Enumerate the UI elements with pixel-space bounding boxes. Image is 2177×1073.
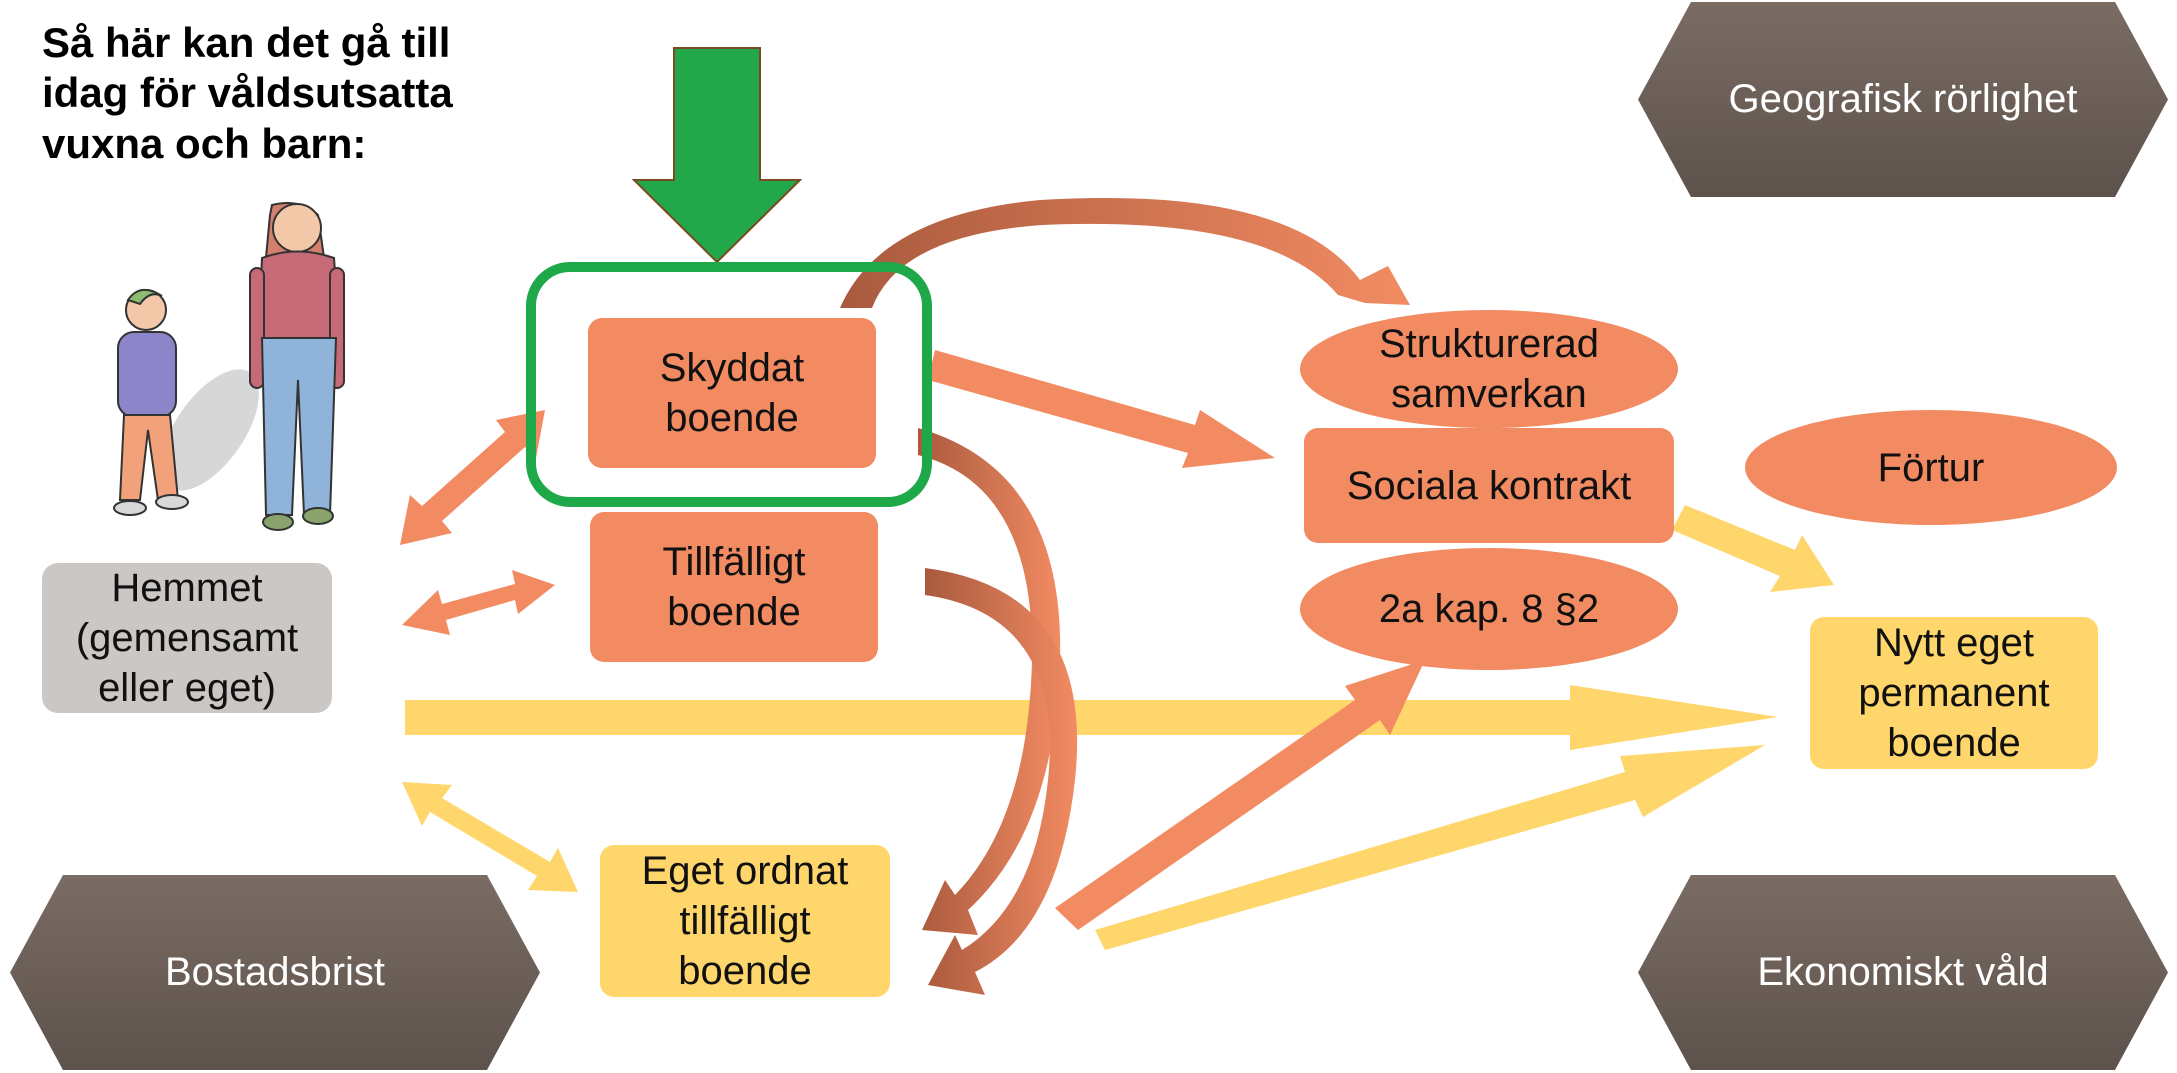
arrow-eget-to-nytt [1095, 745, 1765, 950]
arrow-sociala-to-nytt [1672, 505, 1834, 592]
arrow-tillfalligt-to-eget [925, 568, 1078, 995]
arrow-hemmet-skyddat-double [400, 410, 545, 545]
diagram-title: Så här kan det gå till idag för våldsuts… [42, 19, 453, 167]
arrow-eget-to-kap [1055, 660, 1425, 930]
factor-bostadsbrist: Bostadsbrist [10, 875, 540, 1070]
arrow-skyddat-to-eget [918, 428, 1061, 935]
node-tillfalligt-boende: Tillfälligt boende [590, 512, 878, 662]
arrow-hemmet-to-nytt [405, 685, 1778, 750]
node-strukturerad-samverkan: Strukturerad samverkan [1300, 310, 1678, 428]
arrow-hemmet-eget-double [402, 782, 578, 892]
node-hemmet: Hemmet (gemensamt eller eget) [42, 563, 332, 713]
node-eget-ordnat: Eget ordnat tillfälligt boende [600, 845, 890, 997]
factor-ekonomiskt-vald: Ekonomiskt våld [1638, 875, 2168, 1070]
highlight-frame [526, 262, 932, 507]
node-2a-kap: 2a kap. 8 §2 [1300, 548, 1678, 670]
arrow-skyddat-to-strukturerad [840, 197, 1410, 308]
node-nytt-eget-permanent-boende: Nytt eget permanent boende [1810, 617, 2098, 769]
people-illustration [113, 202, 345, 531]
node-sociala-kontrakt: Sociala kontrakt [1304, 428, 1674, 543]
green-down-arrow [631, 47, 803, 264]
node-fortur: Förtur [1745, 410, 2117, 525]
factor-geografisk-rorlighet: Geografisk rörlighet [1638, 2, 2168, 197]
node-skyddat-boende: Skyddat boende [588, 318, 876, 468]
arrow-hemmet-tillfalligt-double [402, 570, 555, 635]
arrow-skyddat-to-sociala [928, 350, 1275, 468]
